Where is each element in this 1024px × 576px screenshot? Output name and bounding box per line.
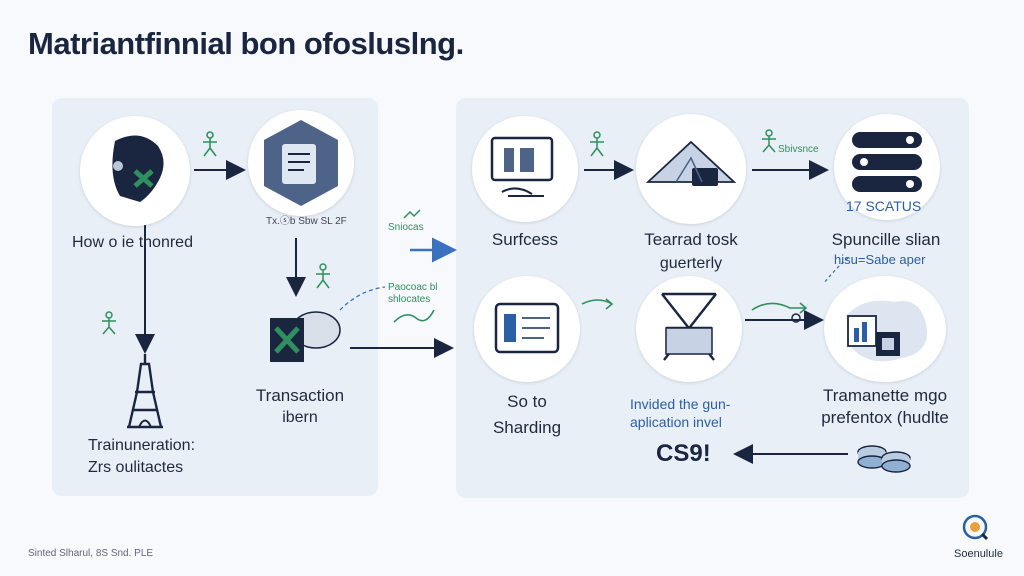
node-right-3 [834, 114, 940, 220]
stickman-icon-3 [312, 262, 334, 295]
stickman-icon-2 [98, 310, 120, 341]
stickman-icon-5 [586, 130, 608, 163]
node-left-3-label-b: Zrs oulitactes [88, 459, 184, 476]
node-right-6-label-a: Tramanette mgo [822, 386, 948, 405]
stickman-icon-1 [198, 130, 222, 163]
node-right-3-status: 17 SCATUS [846, 198, 922, 214]
arrow-right-3-to-6 [823, 257, 849, 284]
document-hexagon-icon [264, 120, 338, 206]
coin-stack-icon [854, 438, 914, 479]
node-right-3-label: Spuncille slian [831, 230, 941, 249]
monitor-icon [490, 136, 554, 197]
cube-cloud-icon [264, 304, 344, 373]
node-right-4-label-b: Sharding [492, 418, 562, 437]
node-right-5 [636, 276, 742, 382]
node-right-3-badge: Sbivsnce [778, 144, 819, 155]
arrow-green-icon-2 [750, 296, 810, 331]
node-right-5-label-b: aplication invel [630, 414, 722, 430]
mid-caption-a: Sniocas [388, 222, 424, 233]
eiffel-tower-icon [115, 352, 175, 437]
control-panel-icon [852, 132, 922, 192]
tent-icon [645, 140, 737, 186]
node-right-2-label-b: guerterly [659, 255, 723, 272]
node-left-4-label-a: Transaction [255, 386, 345, 405]
node-right-5-label-a: Invided the gun- [630, 396, 731, 412]
node-right-1-label: Surfcess [491, 230, 559, 249]
arrow-green-icon-1 [580, 296, 616, 317]
node-right-4 [474, 276, 580, 382]
page-title: Matriantfinnial bon ofosluslng. [28, 26, 464, 61]
data-cluster-icon [846, 300, 927, 362]
stickman-icon-4 [402, 208, 422, 227]
stickman-icon-6 [758, 128, 780, 159]
arrow-mid-dashed [339, 286, 386, 311]
footer-left-text: Sinted Slharul, 8S Snd. PLE [28, 548, 154, 559]
node-right-1 [472, 116, 578, 222]
mid-caption-c: shlocates [388, 294, 431, 305]
node-left-2 [248, 110, 354, 216]
node-left-1-label: How o ie thonred [72, 234, 193, 251]
node-right-4-label-a: So to [507, 392, 547, 411]
node-left-2-caption: Tx.ⓢb Sbw SL 2F [266, 216, 347, 227]
node-right-2-label-a: Tearrad tosk [644, 230, 738, 249]
trend-arrow-icon [392, 306, 436, 331]
bottom-label: CS9! [656, 440, 711, 467]
node-right-2 [636, 114, 746, 224]
node-left-1 [80, 116, 190, 226]
brand-logo-icon [960, 512, 990, 547]
easel-stand-icon [661, 292, 717, 361]
node-left-3-label-a: Trainuneration: [88, 437, 196, 454]
node-right-6 [824, 276, 946, 382]
head-profile-icon [112, 135, 164, 202]
node-left-4-label-b: ibern [282, 409, 318, 426]
screen-window-icon [494, 302, 560, 354]
node-right-3-sub: hisu=Sabe aper [834, 252, 926, 267]
node-right-6-label-b: prefentox (hudlte [821, 408, 949, 427]
mid-caption-b: Paocoac bl [388, 282, 438, 293]
footer-right-text: Soenulule [954, 548, 1003, 560]
